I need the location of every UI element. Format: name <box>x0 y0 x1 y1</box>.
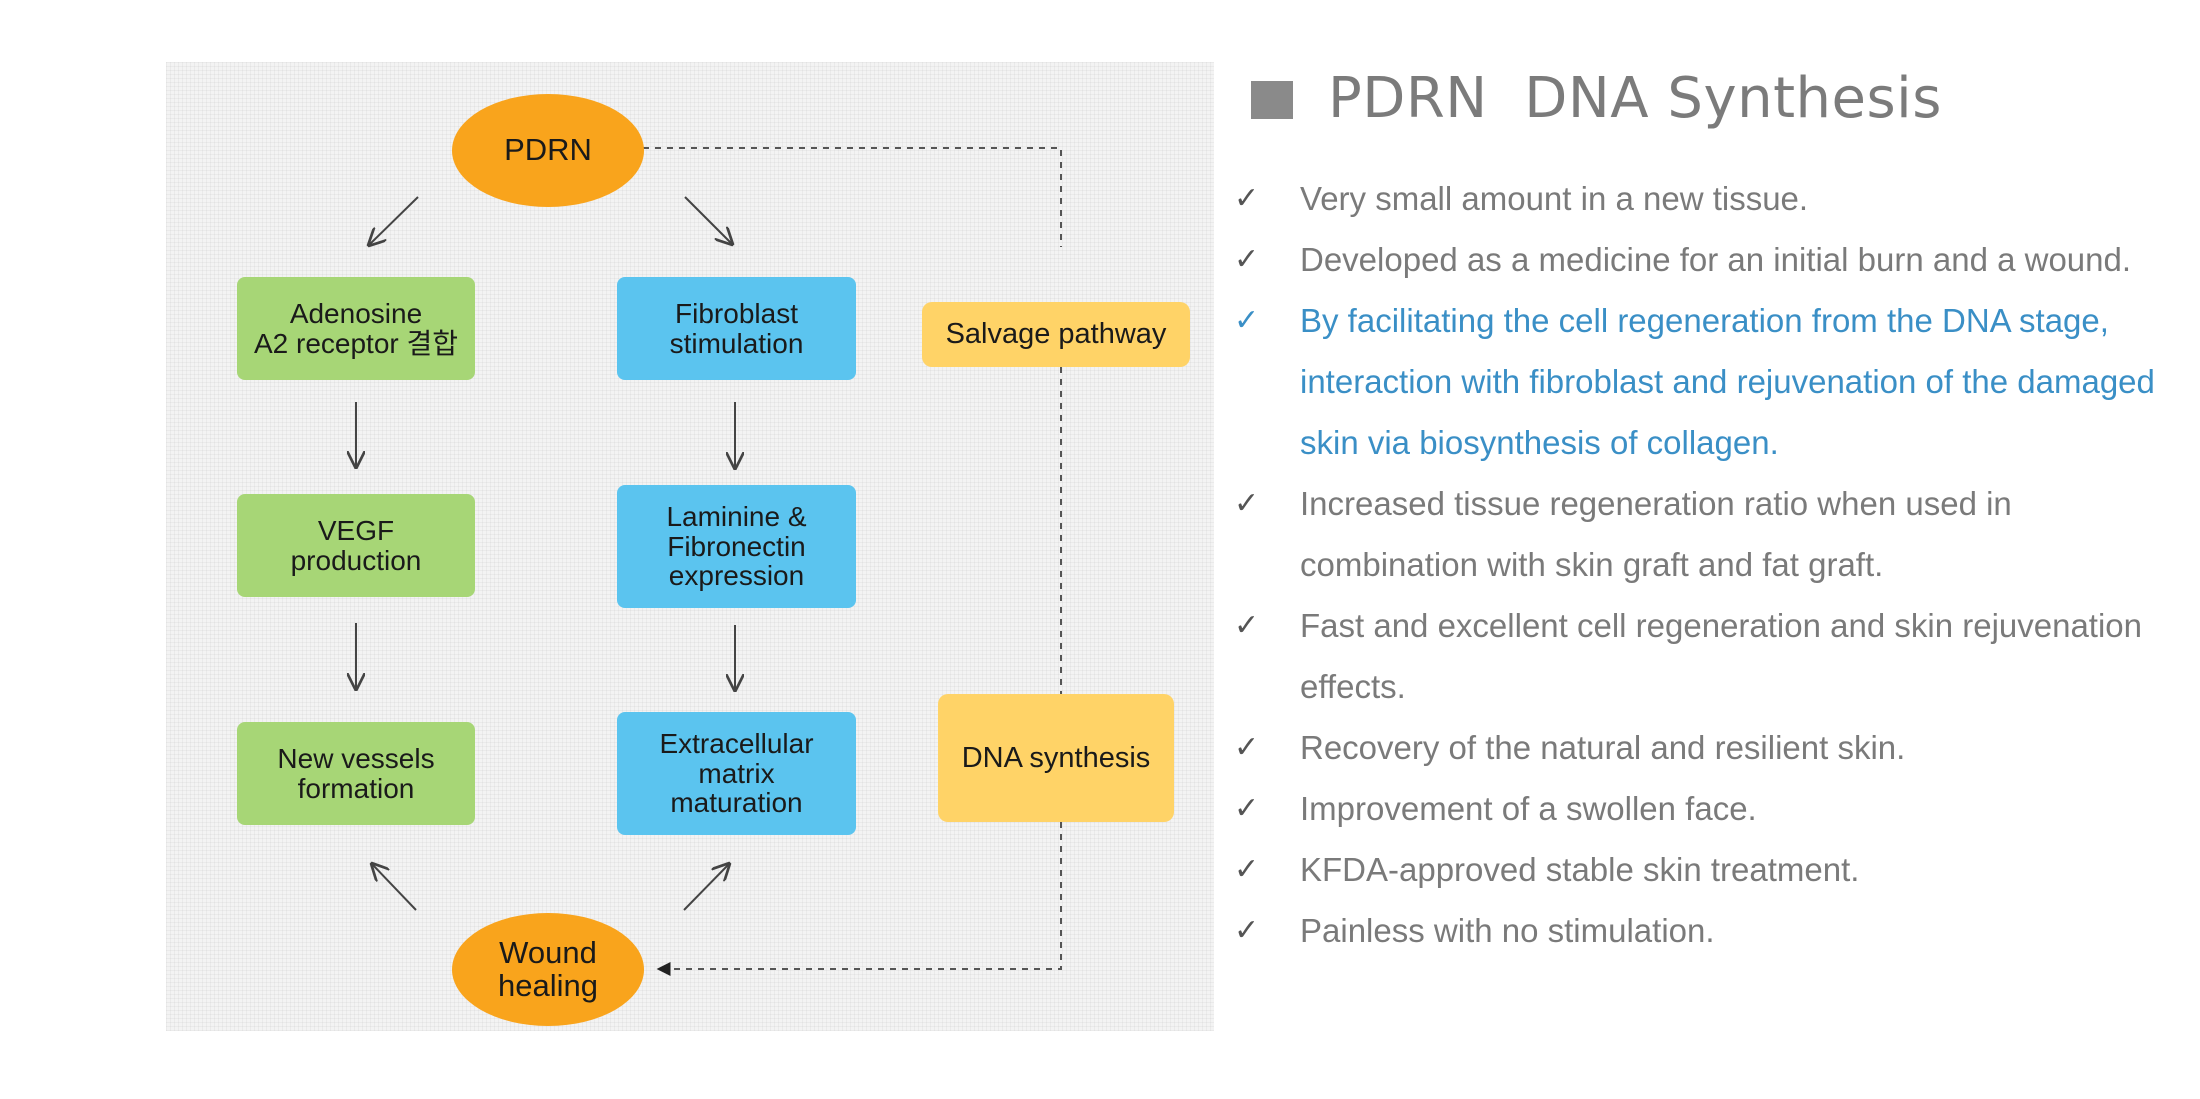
dashed-salvage-line-top <box>643 147 1062 247</box>
checkmark-icon: ✓ <box>1234 852 1260 887</box>
list-item-text: KFDA-approved stable skin treatment. <box>1300 851 1860 888</box>
checkmark-icon: ✓ <box>1234 303 1260 338</box>
list-item-text: Improvement of a swollen face. <box>1300 790 1757 827</box>
arrow-pdrn-to-adenosine <box>369 196 419 245</box>
node-fibroblast-stimulation: Fibroblast stimulation <box>617 277 856 380</box>
arrow-wound-to-extracellular <box>683 864 729 911</box>
page-title: PDRN DNA Synthesis <box>1328 66 1942 131</box>
checkmark-icon: ✓ <box>1234 242 1260 277</box>
checkmark-icon: ✓ <box>1234 913 1260 948</box>
title-square-icon <box>1251 81 1293 119</box>
checkmark-icon: ✓ <box>1234 608 1260 643</box>
description-panel: PDRN DNA Synthesis ✓ Very small amount in… <box>1234 0 2184 1099</box>
list-item: ✓ Very small amount in a new tissue. <box>1234 168 2184 229</box>
list-item: ✓ Recovery of the natural and resilient s… <box>1234 717 2184 778</box>
node-new-vessels: New vessels formation <box>237 722 475 825</box>
list-item: ✓ KFDA-approved stable skin treatment. <box>1234 839 2184 900</box>
node-adenosine-receptor: Adenosine A2 receptor 결합 <box>237 277 475 380</box>
node-dna-synthesis: DNA synthesis <box>938 694 1174 822</box>
list-item: ✓ By facilitating the cell regeneration f… <box>1234 290 2184 473</box>
list-item-text: Developed as a medicine for an initial b… <box>1300 241 2132 278</box>
node-salvage-label: Salvage pathway <box>945 318 1167 351</box>
node-laminine-label: Laminine & Fibronectin expression <box>666 500 807 592</box>
list-item-text: Increased tissue regeneration ratio when… <box>1300 485 2012 583</box>
list-item-text: Very small amount in a new tissue. <box>1300 180 1809 217</box>
node-vegf-label: VEGF production <box>290 514 422 576</box>
diagram-connectors <box>166 147 1062 976</box>
list-item-text: Painless with no stimulation. <box>1300 912 1715 949</box>
node-new-vessels-label: New vessels formation <box>277 742 435 804</box>
node-wound-healing: Wound healing <box>452 913 644 1026</box>
node-laminine-fibronectin: Laminine & Fibronectin expression <box>617 485 856 608</box>
list-item-text: By facilitating the cell regeneration fr… <box>1300 302 2155 461</box>
node-pdrn: PDRN <box>452 94 644 207</box>
checkmark-icon: ✓ <box>1234 730 1260 765</box>
list-item: ✓ Developed as a medicine for an initial … <box>1234 229 2184 290</box>
pdrn-flow-diagram: PDRN Adenosine A2 receptor 결합 Fibroblast… <box>166 62 1214 1031</box>
list-item-text: Fast and excellent cell regeneration and… <box>1300 607 2143 705</box>
node-adenosine-label: Adenosine A2 receptor 결합 <box>253 297 459 359</box>
benefit-list: ✓ Very small amount in a new tissue. ✓ Deve… <box>1234 168 2184 961</box>
node-extracellular-matrix: Extracellular matrix maturation <box>617 712 856 835</box>
node-wound-healing-label: Wound healing <box>498 934 598 1003</box>
checkmark-icon: ✓ <box>1234 181 1260 216</box>
list-item: ✓ Improvement of a swollen face. <box>1234 778 2184 839</box>
node-vegf-production: VEGF production <box>237 494 475 597</box>
node-dna-synthesis-label: DNA synthesis <box>961 741 1151 774</box>
node-salvage-pathway: Salvage pathway <box>922 302 1190 367</box>
arrow-pdrn-to-fibroblast <box>684 196 732 244</box>
list-item: ✓ Increased tissue regeneration ratio whe… <box>1234 473 2184 595</box>
checkmark-icon: ✓ <box>1234 791 1260 826</box>
list-item: ✓ Painless with no stimulation. <box>1234 900 2184 961</box>
node-extracellular-label: Extracellular matrix maturation <box>659 727 814 819</box>
node-pdrn-label: PDRN <box>504 132 592 168</box>
checkmark-icon: ✓ <box>1234 486 1260 521</box>
list-item: ✓ Fast and excellent cell regeneration an… <box>1234 595 2184 717</box>
list-item-text: Recovery of the natural and resilient sk… <box>1300 729 1906 766</box>
arrow-wound-to-new-vessels <box>372 864 417 911</box>
dashed-dna-line-bottom <box>656 822 1062 976</box>
node-fibroblast-label: Fibroblast stimulation <box>669 297 804 359</box>
